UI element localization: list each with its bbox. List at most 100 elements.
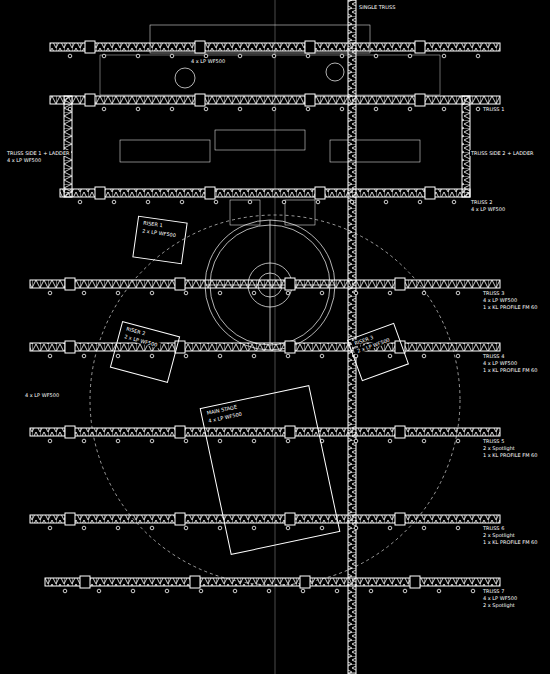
truss-label: TRUSS 4 xyxy=(482,353,505,359)
truss-label: 1 x KL PROFILE FM 60 xyxy=(482,367,538,373)
lamp xyxy=(150,291,154,295)
lamp xyxy=(48,526,52,530)
lamp xyxy=(248,200,252,204)
truss-joint xyxy=(65,426,75,438)
truss-joint xyxy=(95,187,105,199)
lamp xyxy=(184,439,188,443)
lamp xyxy=(204,107,208,111)
truss-joint xyxy=(285,513,295,525)
truss-joint xyxy=(315,187,325,199)
truss-joint xyxy=(285,341,295,353)
lamp xyxy=(48,354,52,358)
lamp xyxy=(116,354,120,358)
lamp xyxy=(456,291,460,295)
lamp xyxy=(82,439,86,443)
lamp xyxy=(442,107,446,111)
lamp xyxy=(102,107,106,111)
truss-joint xyxy=(395,341,405,353)
truss xyxy=(30,280,500,288)
lamp xyxy=(340,107,344,111)
truss-joint xyxy=(300,576,310,588)
lamp xyxy=(170,107,174,111)
lamp xyxy=(418,200,422,204)
lamp xyxy=(374,107,378,111)
truss-label: TRUSS 1 xyxy=(482,106,505,112)
lamp xyxy=(422,526,426,530)
truss-label: 4 x LP WF500 xyxy=(24,392,60,398)
lamp xyxy=(233,589,237,593)
truss-label: TRUSS 6 xyxy=(482,525,505,531)
truss-joint xyxy=(305,41,315,53)
lamp xyxy=(238,107,242,111)
lamp xyxy=(354,439,358,443)
lamp xyxy=(286,354,290,358)
lamp xyxy=(218,439,222,443)
truss-label: 4 x LP WF500 xyxy=(482,297,518,303)
truss xyxy=(64,96,72,197)
truss xyxy=(50,43,500,51)
lamp xyxy=(476,54,480,58)
truss xyxy=(50,96,500,104)
lamp xyxy=(150,439,154,443)
truss-joint xyxy=(85,94,95,106)
lamp xyxy=(184,291,188,295)
lamp xyxy=(136,54,140,58)
lamp xyxy=(68,54,72,58)
lamp xyxy=(78,200,82,204)
lamp xyxy=(170,54,174,58)
lamp xyxy=(286,526,290,530)
truss-joint xyxy=(85,41,95,53)
lamp xyxy=(422,291,426,295)
truss-label: 4 x LP WF500 xyxy=(482,360,518,366)
lamp xyxy=(267,589,271,593)
truss xyxy=(462,96,470,197)
lamp xyxy=(320,291,324,295)
lamp xyxy=(218,354,222,358)
lamp xyxy=(180,200,184,204)
truss-joint xyxy=(195,94,205,106)
truss-joint xyxy=(190,576,200,588)
truss-label: 4 x LP WF500 xyxy=(6,157,42,163)
lamp xyxy=(82,291,86,295)
lamp xyxy=(272,107,276,111)
truss-label: TRUSS 3 xyxy=(482,290,505,296)
lamp xyxy=(403,589,407,593)
truss-label: TRUSS 5 xyxy=(482,438,505,444)
lamp xyxy=(218,526,222,530)
lamp xyxy=(422,439,426,443)
truss-label: 2 x Spotlight xyxy=(482,602,516,608)
truss xyxy=(60,189,470,197)
lamp xyxy=(199,589,203,593)
lamp xyxy=(150,354,154,358)
truss-joint xyxy=(395,513,405,525)
lamp xyxy=(301,589,305,593)
lamp xyxy=(354,526,358,530)
lamp xyxy=(388,291,392,295)
truss-joint xyxy=(425,187,435,199)
truss-joint xyxy=(395,278,405,290)
lamp xyxy=(306,54,310,58)
lamp xyxy=(82,354,86,358)
lamp xyxy=(82,526,86,530)
lamp xyxy=(442,54,446,58)
lamp xyxy=(282,200,286,204)
lamp xyxy=(354,291,358,295)
lamp xyxy=(116,291,120,295)
truss-joint xyxy=(410,576,420,588)
lamp xyxy=(146,200,150,204)
truss-label: SINGLE TRUSS xyxy=(358,4,396,10)
lamp xyxy=(286,291,290,295)
truss-label: 1 x KL PROFILE FM 60 xyxy=(482,452,538,458)
truss-label: 4 x LP WF500 xyxy=(190,58,226,64)
lamp xyxy=(388,439,392,443)
lamp xyxy=(63,589,67,593)
lamp xyxy=(452,200,456,204)
truss xyxy=(45,578,500,586)
lamp xyxy=(116,526,120,530)
lamp xyxy=(286,439,290,443)
truss-label: TRUSS 7 xyxy=(482,588,505,594)
truss xyxy=(30,428,500,436)
lamp xyxy=(320,354,324,358)
